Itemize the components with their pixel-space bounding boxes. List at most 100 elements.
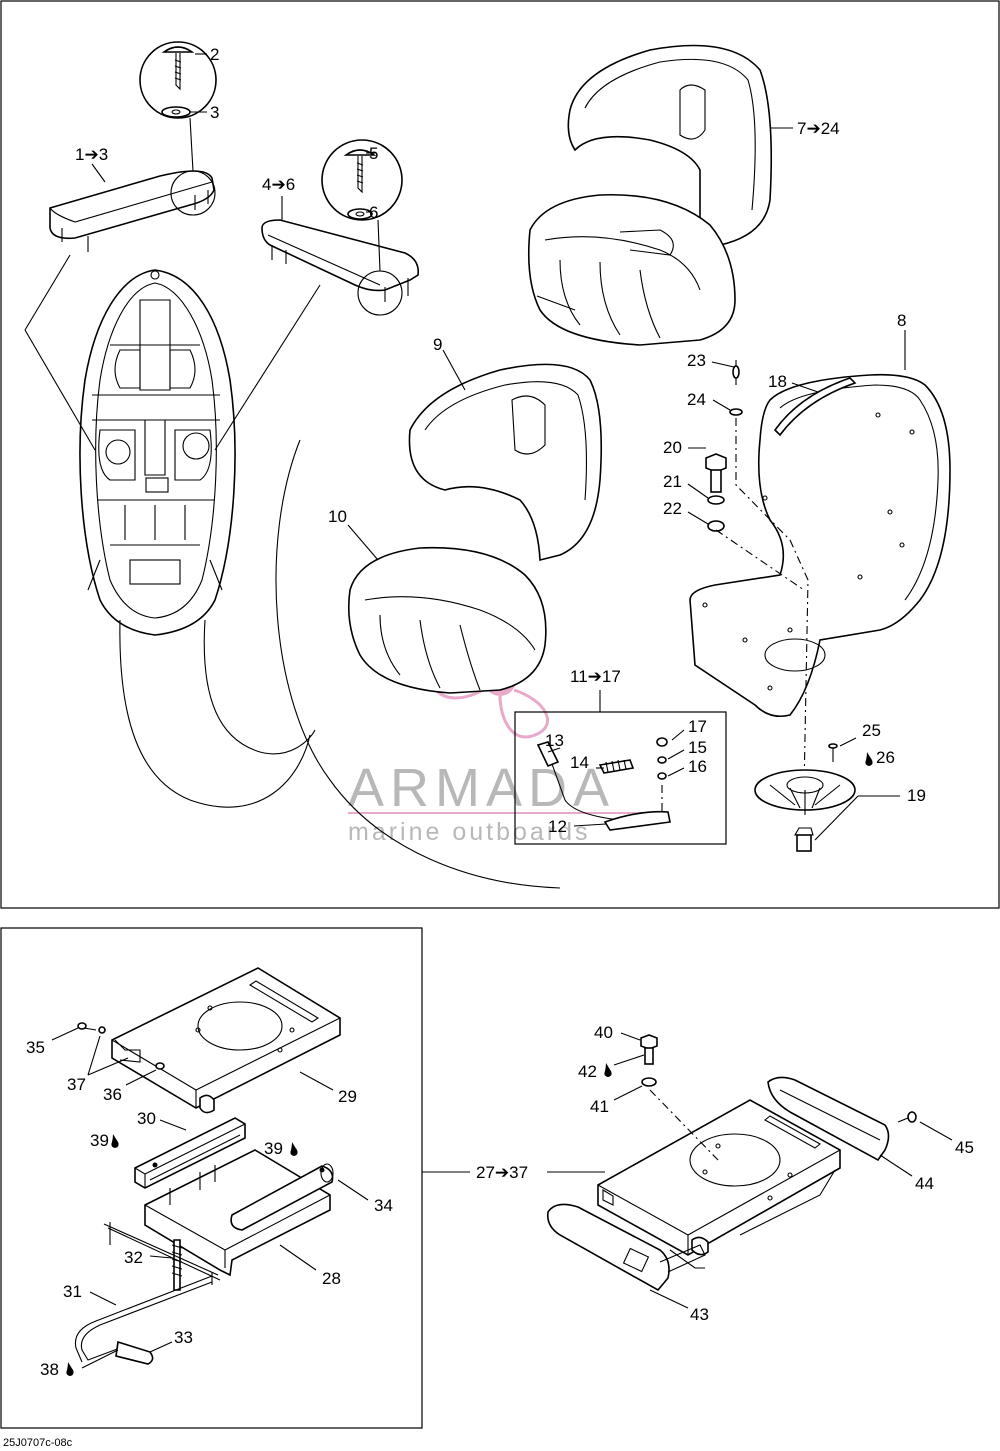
seat-backrest [408, 363, 603, 562]
callout-9: 9 [433, 335, 442, 354]
callout-27-37: 27➔37 [476, 1163, 528, 1182]
seat-slide-assembly [597, 1099, 841, 1269]
callout-24: 24 [687, 390, 706, 409]
armrest-left [49, 170, 215, 252]
oil-drop-icon [111, 1134, 119, 1148]
screw-2 [161, 46, 195, 91]
release-handle-31 [74, 1222, 221, 1363]
callout-12: 12 [548, 817, 567, 836]
screw-45 [897, 1111, 917, 1123]
callout-14: 14 [570, 753, 589, 772]
callout-29: 29 [338, 1087, 357, 1106]
release-kit-box [514, 711, 727, 845]
callout-13: 13 [545, 731, 564, 750]
screw-5 [343, 149, 377, 194]
callout-36: 36 [103, 1085, 122, 1104]
callout-40: 40 [594, 1023, 613, 1042]
bolt-20 [705, 453, 727, 493]
callout-44: 44 [915, 1174, 934, 1193]
slide-rail-30 [134, 1117, 246, 1189]
callout-42: 42 [578, 1062, 597, 1081]
callout-26: 26 [876, 748, 895, 767]
callout-1-3: 1➔3 [75, 145, 108, 164]
callout-20: 20 [663, 438, 682, 457]
callout-4-6: 4➔6 [262, 175, 295, 194]
callout-5: 5 [369, 144, 378, 163]
seat-assembly-complete [528, 44, 773, 346]
callouts-top: 2 3 1➔3 5 4➔6 6 7➔24 8 9 10 23 18 24 20 … [75, 45, 926, 836]
nut-36 [155, 1062, 165, 1070]
washer-37 [98, 1026, 106, 1034]
callout-38: 38 [40, 1360, 59, 1379]
callout-39b: 39 [264, 1139, 283, 1158]
washer-15 [657, 756, 667, 764]
oil-drop-icon [604, 1063, 612, 1077]
callout-41: 41 [590, 1097, 609, 1116]
callout-16: 16 [688, 757, 707, 776]
callout-11-17: 11➔17 [570, 667, 621, 686]
oil-drop-icon [66, 1362, 74, 1376]
callout-32: 32 [124, 1248, 143, 1267]
top-panel-frame [0, 0, 1000, 909]
callout-39a: 39 [90, 1131, 109, 1150]
spring-32 [171, 1239, 183, 1291]
side-cover-43 [546, 1203, 706, 1292]
callouts-bottom-right: 27➔37 40 42 41 45 44 43 [476, 1023, 974, 1324]
bottom-left-panel-frame [0, 927, 423, 1429]
screw-35 [77, 1022, 97, 1031]
callout-28: 28 [322, 1269, 341, 1288]
callout-15: 15 [688, 738, 707, 757]
callout-34: 34 [374, 1196, 393, 1215]
callout-43: 43 [690, 1305, 709, 1324]
armrest-right [261, 219, 420, 302]
callout-19: 19 [907, 786, 926, 805]
callout-8: 8 [897, 311, 906, 330]
washer-41 [641, 1077, 657, 1087]
callout-31: 31 [63, 1282, 82, 1301]
callout-7-24: 7➔24 [797, 119, 840, 138]
callout-18: 18 [768, 372, 787, 391]
rivet-23 [732, 360, 740, 385]
washer-3 [161, 106, 191, 118]
grip-33 [115, 1340, 154, 1365]
oil-drop-icon [290, 1142, 298, 1156]
swivel-base [754, 769, 856, 852]
nut-17 [656, 737, 668, 747]
boat-hull [79, 269, 236, 636]
mounting-plate-29 [111, 967, 341, 1114]
callout-45: 45 [955, 1138, 974, 1157]
bolt-40 [640, 1034, 658, 1065]
callout-30: 30 [137, 1109, 156, 1128]
callout-37: 37 [67, 1075, 86, 1094]
washer-24 [729, 408, 743, 416]
callout-22: 22 [663, 499, 682, 518]
latch-plate-12 [603, 810, 671, 831]
callout-33: 33 [174, 1328, 193, 1347]
screw-25 [828, 743, 838, 762]
tube-34 [230, 1163, 334, 1231]
detail-circle-screw-2-3 [139, 41, 217, 119]
edge-trim-18 [773, 377, 857, 437]
callout-21: 21 [663, 472, 682, 491]
watermark-rule [348, 812, 648, 814]
callout-10: 10 [328, 507, 347, 526]
assembly-axis-seat [735, 418, 809, 791]
callout-6: 6 [369, 203, 378, 222]
reference-code: 25J0707c-08c [3, 1437, 73, 1449]
callout-35: 35 [26, 1038, 45, 1057]
side-cover-44 [767, 1076, 890, 1162]
spring-14 [598, 759, 635, 774]
washer-22 [707, 520, 725, 532]
watermark-brand: ARMADA [348, 758, 615, 818]
watermark-tagline: marine outboards [348, 818, 591, 846]
washer-21 [707, 495, 725, 505]
callout-3: 3 [210, 103, 219, 122]
seat-cushion [347, 546, 547, 694]
callouts-bottom-left: 35 37 36 29 30 39 39 34 32 28 31 33 38 [26, 1038, 393, 1379]
callout-2: 2 [210, 45, 219, 64]
callout-17: 17 [688, 717, 707, 736]
washer-16 [657, 772, 667, 780]
callout-23: 23 [687, 351, 706, 370]
oil-drop-icon [865, 752, 873, 766]
